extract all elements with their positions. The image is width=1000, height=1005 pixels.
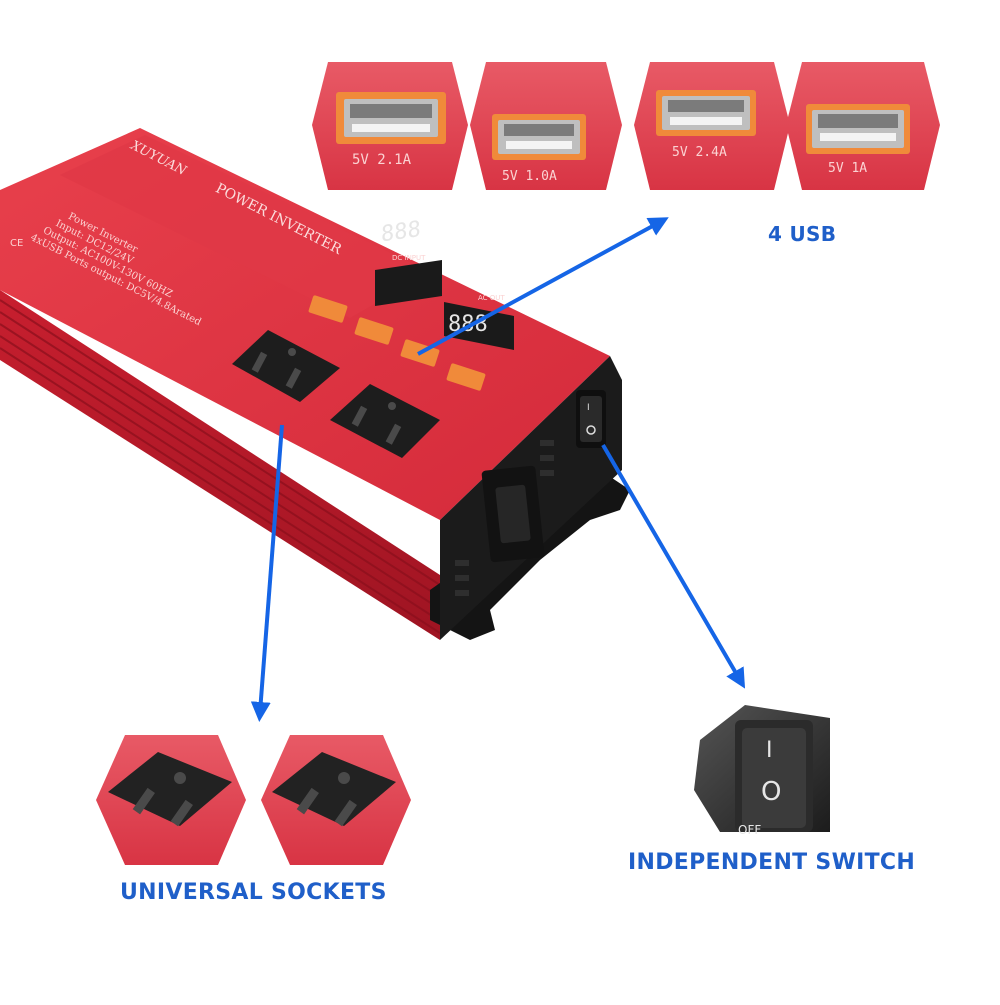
unit-usb-ports [308, 295, 486, 391]
usb-label-1: 5V 2.1A [352, 152, 412, 168]
usb-closeup-4: 5V 1A [786, 62, 940, 190]
unit-ac-socket-2 [330, 384, 440, 458]
usb-label-3: 5V 2.4A [672, 145, 727, 160]
svg-text:CE: CE [10, 238, 23, 249]
usb-label-4: 5V 1A [828, 161, 867, 176]
usb-arrow [417, 217, 669, 356]
usb-callout-label: 4 USB [768, 222, 837, 246]
switch-on-mark: I [766, 738, 773, 763]
ac-out-display: 888 AC OUT [444, 294, 514, 350]
unit-ac-socket-1 [232, 330, 340, 402]
svg-text:AC OUT: AC OUT [478, 294, 505, 302]
svg-text:DC INPUT: DC INPUT [392, 254, 426, 262]
socket-closeup-1 [96, 735, 246, 865]
svg-text:OFF: OFF [738, 823, 761, 837]
usb-label-2: 5V 1.0A [502, 169, 557, 184]
svg-text:888: 888 [381, 216, 421, 247]
sockets-callout-label: UNIVERSAL SOCKETS [120, 880, 387, 905]
heat-sink-fins [0, 299, 441, 634]
usb-closeup-2: 5V 1.0A [470, 62, 622, 190]
switch-closeup: I O OFF [690, 700, 850, 837]
vent-slots [455, 440, 554, 596]
usb-closeup-1: 5V 2.1A [312, 62, 468, 190]
dc-input-display: 888 DC INPUT [375, 216, 442, 306]
switch-callout-label: INDEPENDENT SWITCH [628, 850, 916, 875]
callout-arrows [250, 217, 746, 722]
switch-off-mark: O [761, 777, 781, 807]
svg-text:I: I [587, 403, 590, 413]
usb-closeup-3: 5V 2.4A [634, 62, 790, 190]
inverter-body: I XUYUAN POWER INVERTER Power Inverter I… [0, 128, 630, 640]
socket-closeup-2 [261, 735, 411, 865]
sockets-arrow [250, 424, 284, 722]
switch-arrow [601, 443, 746, 689]
